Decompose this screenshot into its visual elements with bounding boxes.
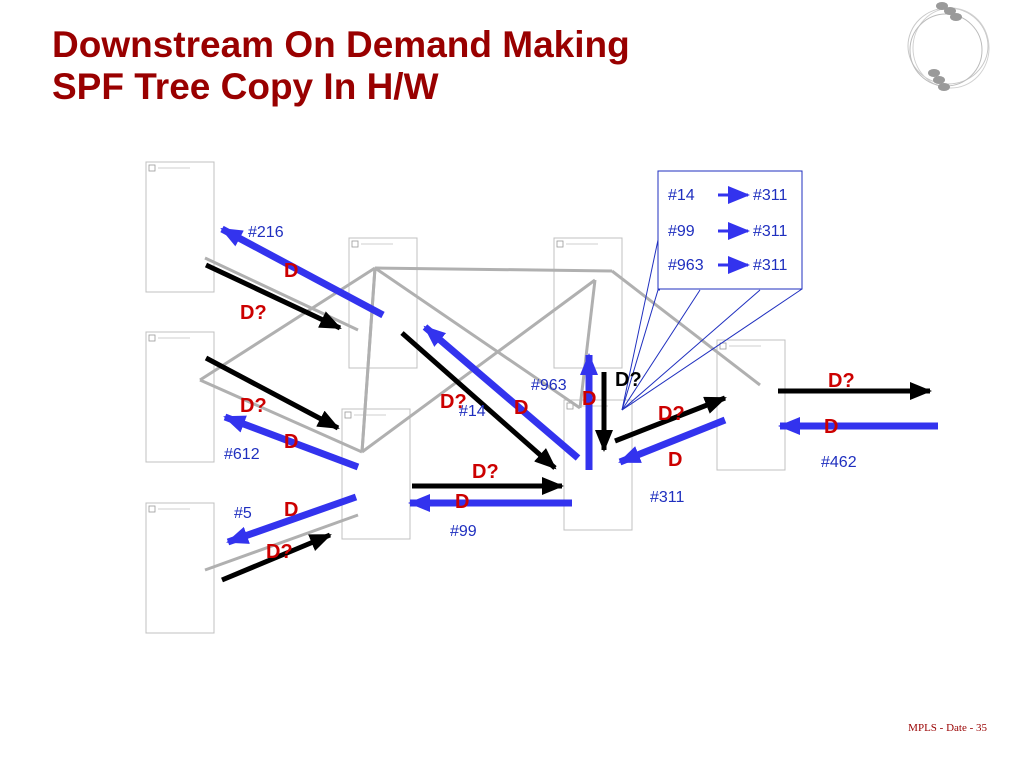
mapping-arrow [223, 413, 360, 471]
slide-title: Downstream On Demand Making SPF Tree Cop… [52, 24, 630, 108]
router-node [145, 161, 215, 293]
mapping-marker: D [455, 491, 469, 513]
label-963: #963 [531, 377, 567, 394]
request-marker: D? [240, 302, 267, 324]
mapping-marker: D [284, 499, 298, 521]
request-marker: D? [440, 391, 467, 413]
mapping-arrow [422, 324, 581, 461]
svg-text:#963: #963 [668, 257, 704, 274]
mapping-marker: D [582, 388, 596, 410]
mapping-marker: D [668, 449, 682, 471]
title-line-2: SPF Tree Copy In H/W [52, 66, 439, 107]
label-612: #612 [224, 446, 260, 463]
mapping-arrow [226, 493, 358, 546]
request-marker: D? [240, 395, 267, 417]
request-arrow [204, 262, 342, 331]
request-marker: D? [266, 541, 293, 563]
label-462: #462 [821, 454, 857, 471]
label-table-row: #963 #311 [668, 256, 788, 274]
mapping-marker: D [824, 416, 838, 438]
mapping-arrow [618, 416, 727, 466]
request-marker: D? [615, 369, 642, 391]
request-arrows [204, 262, 932, 583]
svg-text:#311: #311 [753, 257, 788, 274]
label-311: #311 [650, 489, 685, 506]
svg-text:#311: #311 [753, 223, 788, 240]
router-node [145, 502, 215, 634]
request-marker: D? [658, 403, 685, 425]
request-arrow [204, 355, 340, 431]
label-216: #216 [248, 224, 284, 241]
request-marker: D? [828, 370, 855, 392]
slide-footer: MPLS - Date - 35 [908, 722, 987, 734]
request-arrow [614, 395, 727, 444]
mapping-arrows [220, 225, 938, 546]
label-14: #14 [459, 403, 486, 420]
router-node [145, 331, 215, 463]
svg-text:#311: #311 [753, 187, 788, 204]
label-table-row: #14 #311 [668, 186, 788, 204]
request-marker: D? [472, 461, 499, 483]
mapping-arrow [220, 225, 385, 319]
svg-text:#14: #14 [668, 187, 695, 204]
svg-text:#99: #99 [668, 223, 695, 240]
mapping-marker: D [284, 260, 298, 282]
rings-and-beads-logo-icon [907, 2, 990, 91]
network-mesh [199, 256, 761, 572]
mapping-marker: D [514, 397, 528, 419]
label-99: #99 [450, 523, 477, 540]
mapping-marker: D [284, 431, 298, 453]
request-arrow [221, 532, 332, 583]
router-node [341, 408, 411, 540]
label-5: #5 [234, 505, 252, 522]
title-line-1: Downstream On Demand Making [52, 24, 630, 65]
request-arrow [400, 331, 557, 470]
label-table-row: #99 #311 [668, 222, 788, 240]
